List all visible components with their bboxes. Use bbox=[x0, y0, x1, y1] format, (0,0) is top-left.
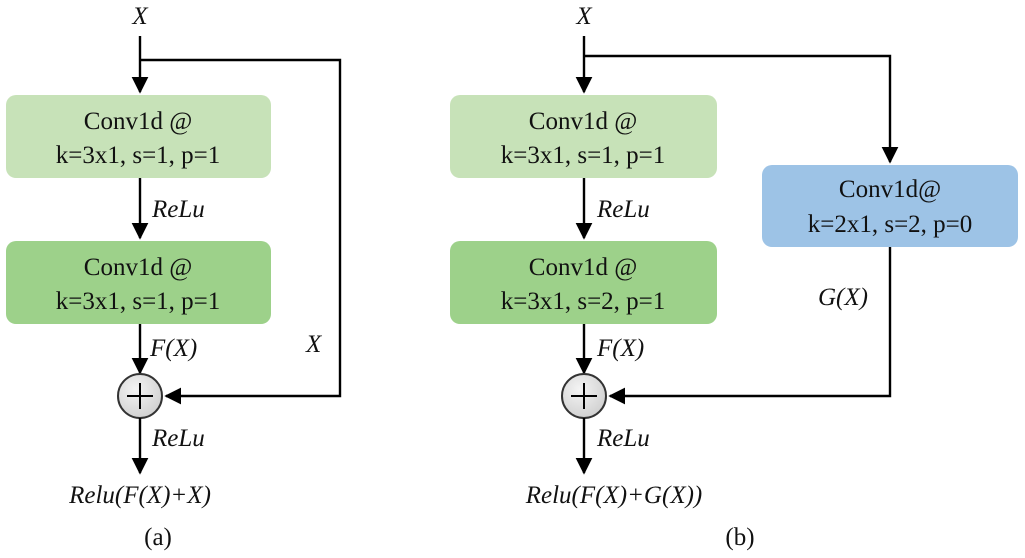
a-skip-connection bbox=[140, 58, 342, 405]
b-fx-label: F(X) bbox=[596, 335, 644, 362]
b-relu2-label: ReLu bbox=[596, 425, 650, 452]
diagram-b: X Conv1d @ k=3x1, s=1, p=1 ReLu Conv1d @… bbox=[450, 3, 1018, 551]
diagram-a: X Conv1d @ k=3x1, s=1, p=1 ReLu Conv1d @… bbox=[6, 3, 342, 551]
b-caption: (b) bbox=[725, 524, 754, 551]
b-conv1-params: k=3x1, s=1, p=1 bbox=[501, 142, 666, 169]
a-caption: (a) bbox=[144, 524, 172, 551]
b-shortcut-conv-box bbox=[762, 165, 1018, 247]
b-gx-connection bbox=[608, 247, 892, 405]
b-conv1-box bbox=[450, 95, 717, 178]
b-shortcut-conv-title: Conv1d@ bbox=[839, 176, 941, 203]
a-relu1-label: ReLu bbox=[151, 196, 205, 223]
a-conv1-box bbox=[6, 95, 271, 178]
a-conv1-title: Conv1d @ bbox=[84, 108, 192, 135]
b-output-label: Relu(F(X)+G(X)) bbox=[525, 482, 703, 509]
b-input-label: X bbox=[575, 3, 593, 30]
a-output-label: Relu(F(X)+X) bbox=[68, 482, 211, 509]
a-conv2-title: Conv1d @ bbox=[84, 254, 192, 281]
b-gx-label: G(X) bbox=[818, 284, 868, 311]
b-conv1-title: Conv1d @ bbox=[529, 108, 637, 135]
b-shortcut-branch bbox=[584, 54, 899, 164]
a-input-label: X bbox=[131, 3, 149, 30]
b-shortcut-conv-params: k=2x1, s=2, p=0 bbox=[808, 211, 973, 238]
b-conv2-title: Conv1d @ bbox=[529, 254, 637, 281]
b-relu1-label: ReLu bbox=[596, 196, 650, 223]
a-relu2-label: ReLu bbox=[151, 425, 205, 452]
b-conv2-box bbox=[450, 241, 717, 324]
b-conv2-params: k=3x1, s=2, p=1 bbox=[501, 288, 666, 315]
a-conv1-params: k=3x1, s=1, p=1 bbox=[56, 142, 221, 169]
a-conv2-params: k=3x1, s=1, p=1 bbox=[56, 288, 221, 315]
a-skip-label: X bbox=[305, 331, 323, 358]
a-conv2-box bbox=[6, 241, 271, 324]
a-fx-label: F(X) bbox=[149, 335, 197, 362]
